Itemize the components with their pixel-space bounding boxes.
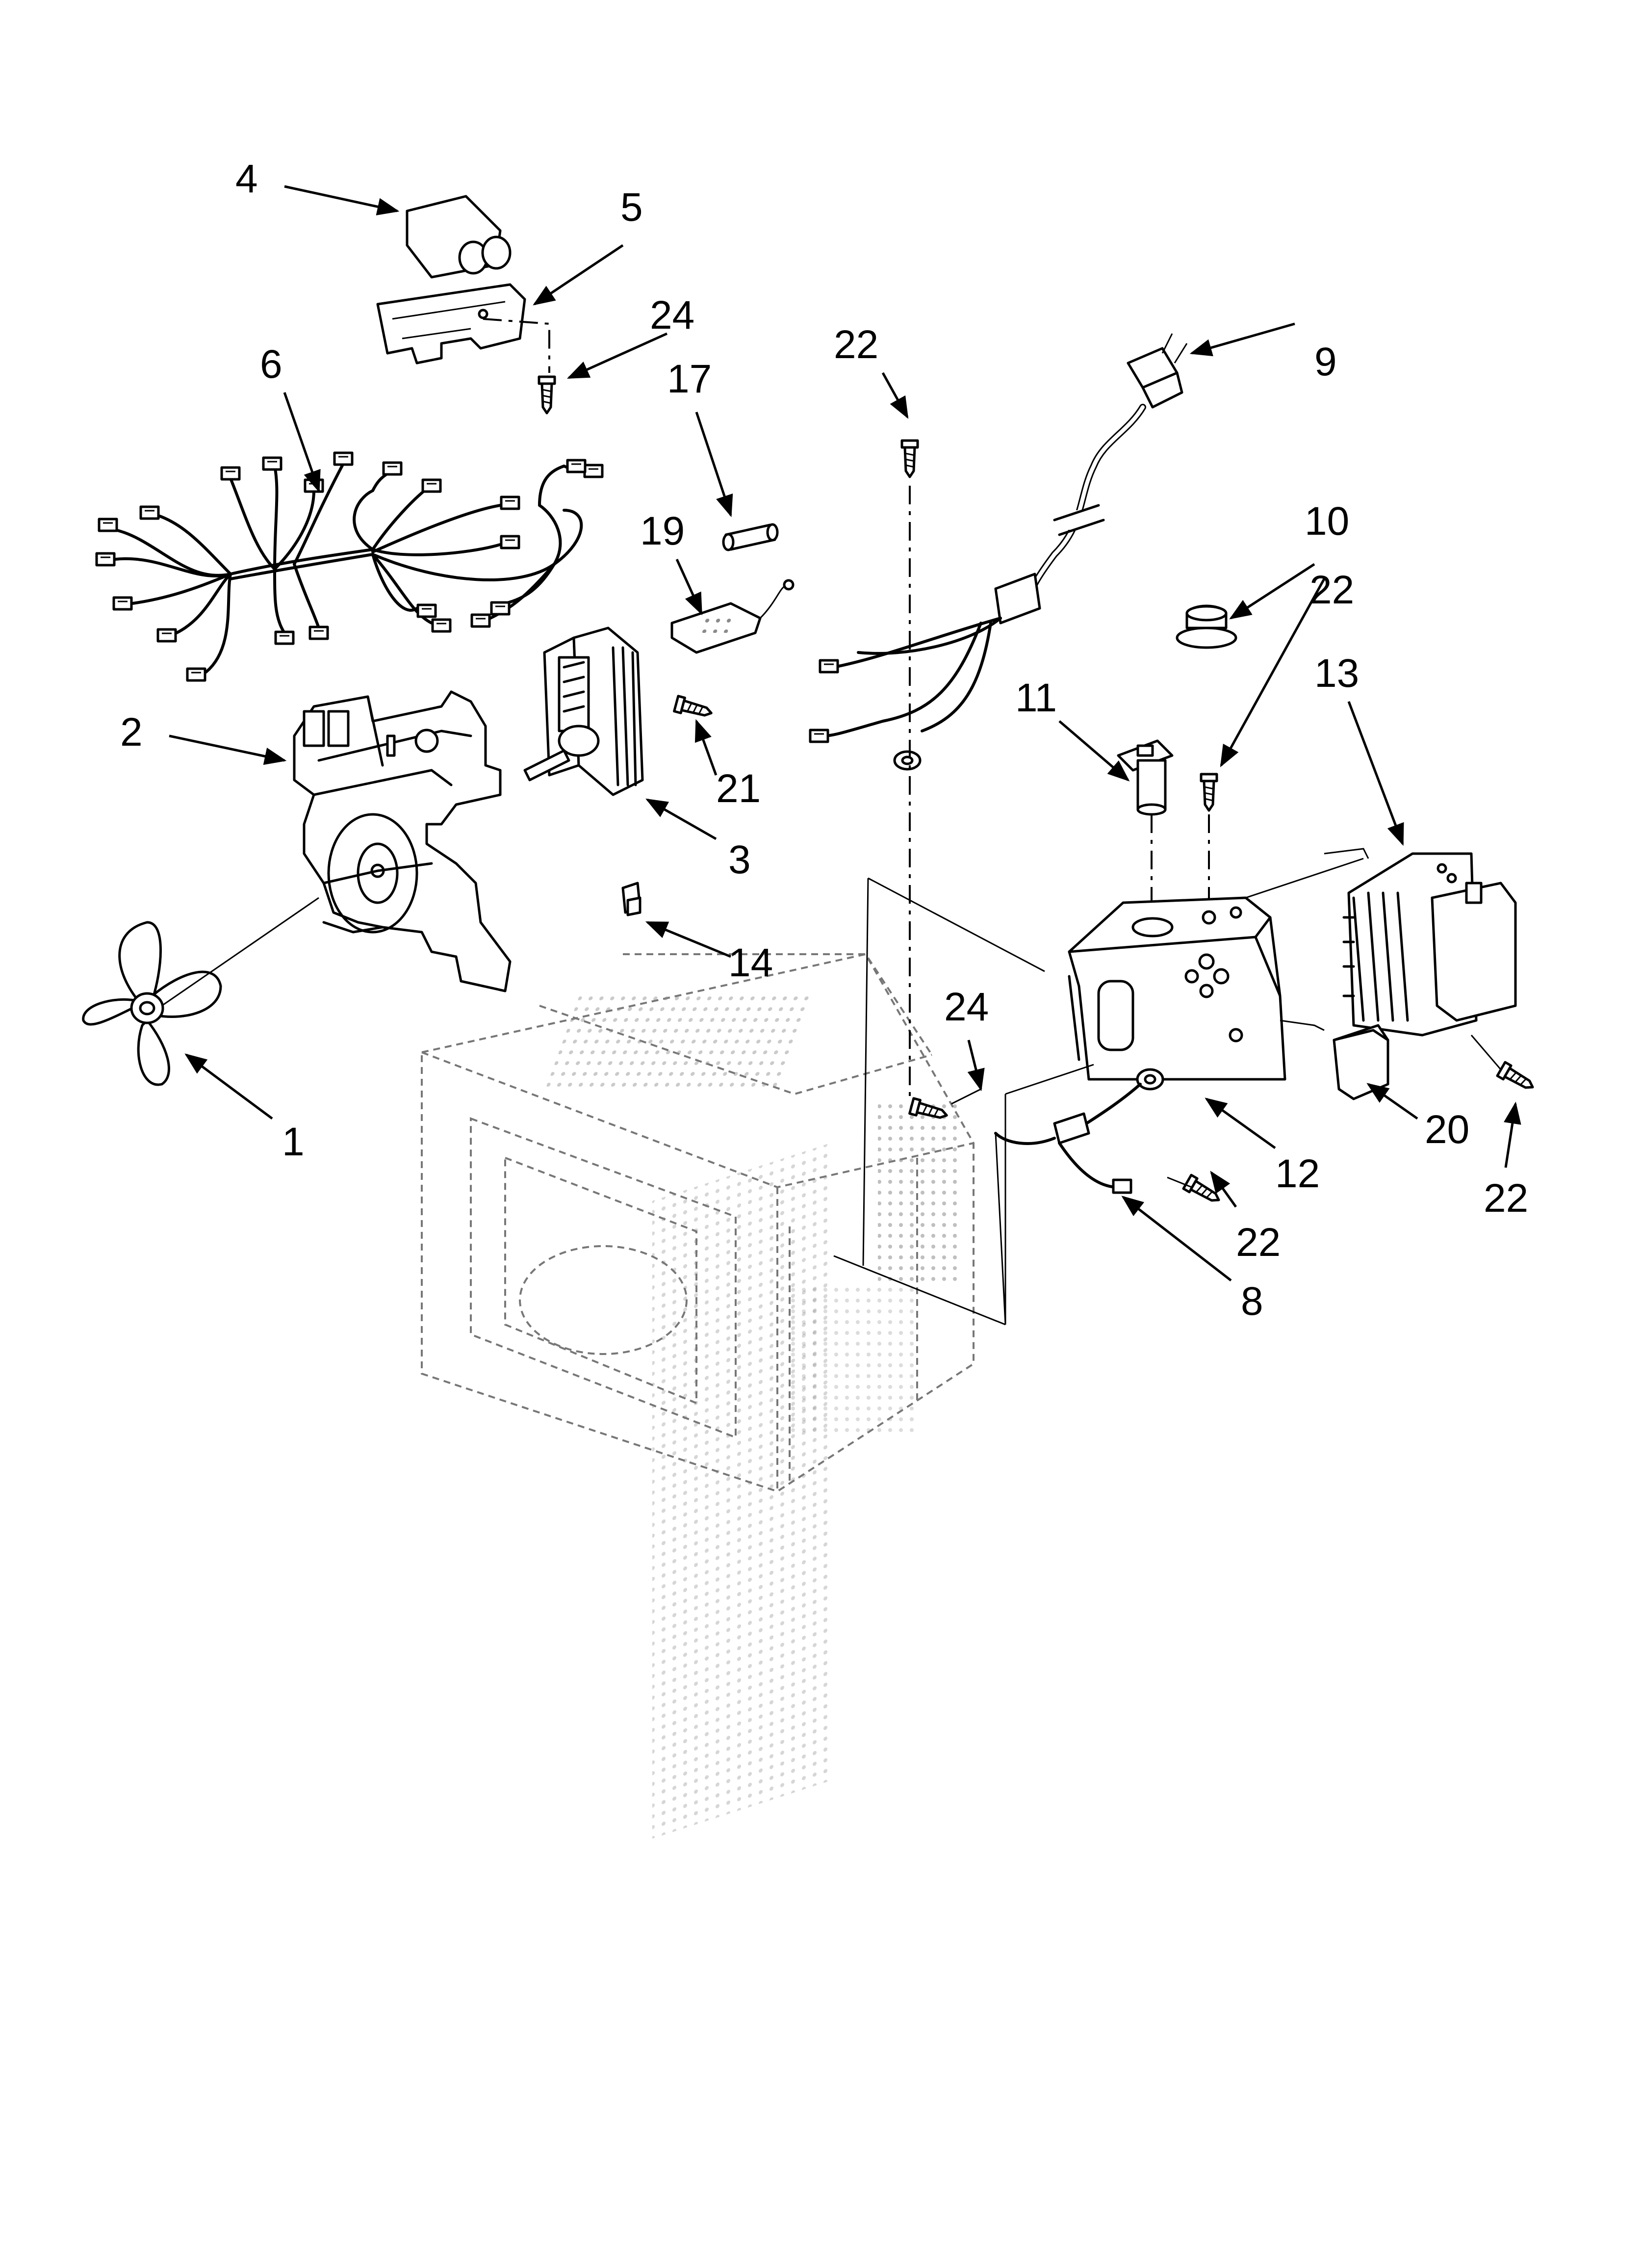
callout-17: 17 xyxy=(667,357,712,401)
callout-4: 4 xyxy=(235,156,258,201)
part-20-cover xyxy=(1333,1024,1389,1100)
part-22-screw-cord xyxy=(902,441,918,477)
part-4-capacitor xyxy=(406,195,512,279)
part-24-screw-top xyxy=(539,377,555,413)
callout-3: 3 xyxy=(728,837,751,882)
callout-labels: 4 5 24 6 17 19 2 21 3 14 1 22 9 10 22 13… xyxy=(120,156,1528,1324)
part-21-screw xyxy=(674,696,714,721)
part-8-ground-wire xyxy=(994,1068,1164,1194)
part-3-fan-motor xyxy=(523,626,644,796)
part-6-wire-harness xyxy=(97,453,602,680)
part-22-screw-top-right xyxy=(1201,774,1217,810)
part-9-power-cord xyxy=(810,333,1188,771)
callout-10: 10 xyxy=(1305,499,1349,544)
part-19-board xyxy=(670,579,795,654)
callout-5: 5 xyxy=(620,185,643,230)
callout-13: 13 xyxy=(1314,651,1359,696)
callout-1: 1 xyxy=(282,1120,305,1164)
callout-24-lower: 24 xyxy=(944,985,989,1029)
callout-11: 11 xyxy=(1015,676,1057,720)
part-1-fan-blade xyxy=(82,897,319,1086)
callout-8: 8 xyxy=(1241,1279,1263,1324)
part-5-bracket xyxy=(376,283,526,365)
callout-22-lower-right: 22 xyxy=(1484,1176,1528,1221)
callout-6: 6 xyxy=(260,342,282,387)
callout-9: 9 xyxy=(1314,339,1337,384)
part-12-bracket xyxy=(1068,896,1286,1081)
callout-21: 21 xyxy=(716,766,761,811)
callout-12: 12 xyxy=(1275,1151,1320,1196)
microwave-cabinet xyxy=(421,953,975,1839)
callout-22-cord: 22 xyxy=(834,322,878,367)
part-10-thermostat xyxy=(1176,604,1237,649)
assembly-lines xyxy=(833,848,1502,1326)
part-22-screw-lower-right xyxy=(1497,1062,1537,1094)
part-17-fuse xyxy=(722,523,779,551)
leader-arrows xyxy=(169,185,1521,1281)
callout-19: 19 xyxy=(640,509,685,553)
callout-14: 14 xyxy=(728,940,773,985)
part-13-magnetron xyxy=(1342,852,1517,1037)
callout-22-top-right: 22 xyxy=(1309,568,1354,612)
part-2-fan-bracket xyxy=(293,690,512,992)
part-14-clip xyxy=(621,882,641,916)
callout-20: 20 xyxy=(1425,1107,1469,1152)
callout-2: 2 xyxy=(120,710,143,755)
callout-24-top: 24 xyxy=(650,293,694,338)
part-11-diode xyxy=(1117,739,1174,816)
callout-22-lower-center: 22 xyxy=(1236,1220,1281,1265)
